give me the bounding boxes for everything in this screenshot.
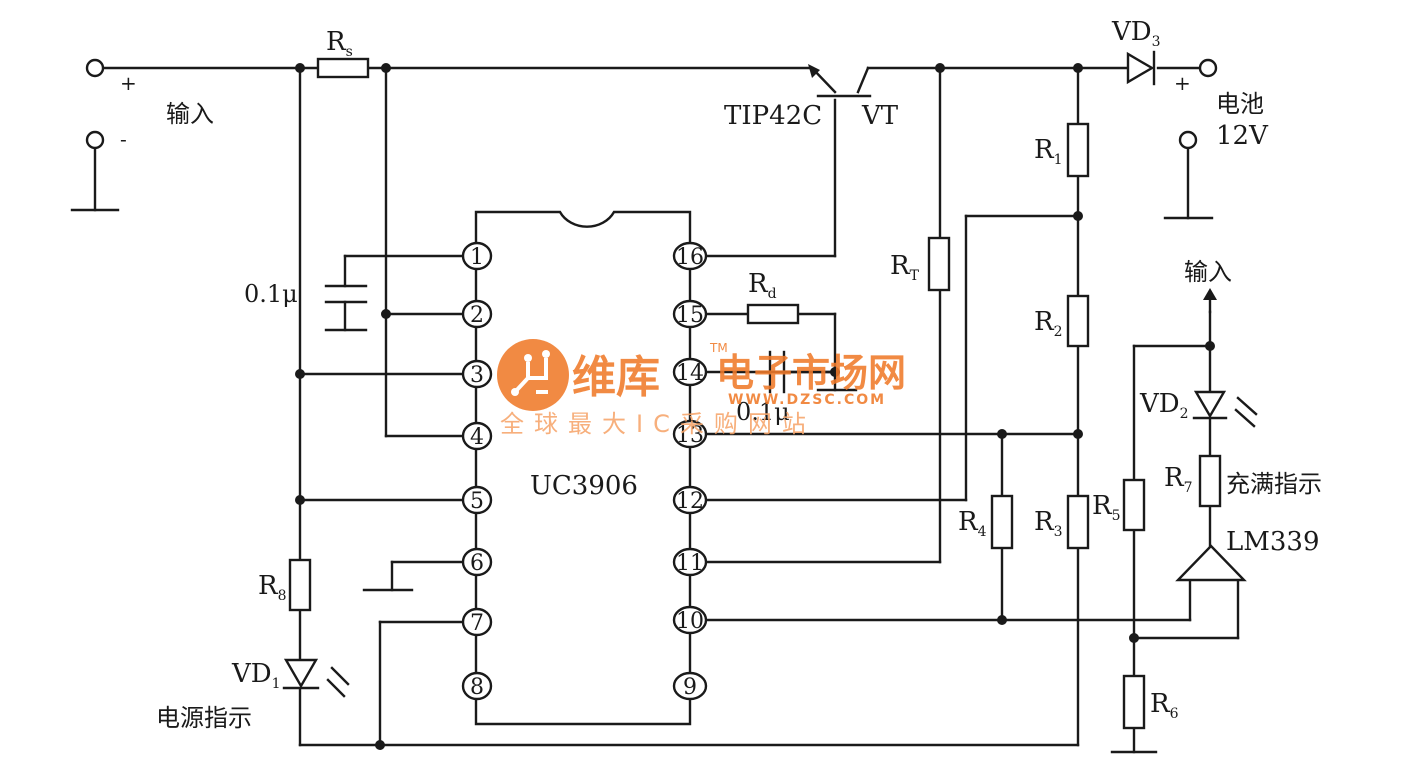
ic-left-pins xyxy=(461,241,493,701)
diodes xyxy=(282,50,1258,698)
comparator-lm339 xyxy=(1175,544,1247,582)
resistor-r2 xyxy=(1066,294,1090,348)
pin-6-label: 6 xyxy=(470,551,484,576)
watermark-url: WWW.DZSC.COM xyxy=(728,392,886,408)
ic-left-pin-labels: 1 2 3 4 5 6 7 8 xyxy=(470,245,484,700)
ic-right-pins xyxy=(672,241,708,701)
wires xyxy=(70,66,1240,754)
pin-3-label: 3 xyxy=(470,363,484,388)
resistors xyxy=(288,57,1222,730)
pin-16-label: 16 xyxy=(676,245,704,270)
watermark-logo-icon xyxy=(497,339,569,411)
ic-uc3906: 1 2 3 4 5 6 7 8 16 15 14 13 12 11 10 9 U… xyxy=(461,210,708,726)
label-vd2: VD2 xyxy=(1139,389,1189,422)
battery-minus-terminal xyxy=(1178,130,1198,150)
label-full-indicator: 充满指示 xyxy=(1226,470,1322,498)
pin-8-label: 8 xyxy=(470,675,484,700)
watermark: 维库 TM 电子市场网 WWW.DZSC.COM 全球最大IC采购网站 xyxy=(497,339,906,438)
label-r6: R6 xyxy=(1150,689,1179,722)
transistor-vt xyxy=(808,64,872,98)
led-vd2 xyxy=(1192,390,1258,428)
led-vd1 xyxy=(282,658,350,698)
input-minus-terminal xyxy=(85,130,105,150)
junctions xyxy=(295,63,1215,750)
pin-9-label: 9 xyxy=(683,675,697,700)
pin-4-label: 4 xyxy=(470,425,484,450)
ic-right-pin-labels: 16 15 14 13 12 11 10 9 xyxy=(676,245,704,700)
input-plus-terminal xyxy=(85,58,105,78)
resistor-r6 xyxy=(1122,674,1146,730)
terminals xyxy=(85,58,1218,150)
label-rd: Rd xyxy=(748,269,777,302)
label-comparator: LM339 xyxy=(1226,527,1320,557)
pin-1-label: 1 xyxy=(470,245,484,270)
label-rs: Rs xyxy=(326,27,353,60)
resistor-r4 xyxy=(990,494,1014,550)
label-battery-voltage: 12V xyxy=(1216,121,1269,151)
label-input-right: 输入 xyxy=(1184,258,1232,286)
label-r7: R7 xyxy=(1164,463,1193,496)
resistor-r8 xyxy=(288,558,312,612)
label-r1: R1 xyxy=(1034,135,1063,168)
pin-12-label: 12 xyxy=(676,489,704,514)
label-input-plus: + xyxy=(120,71,137,95)
battery-plus-terminal xyxy=(1198,58,1218,78)
resistor-rd xyxy=(746,303,800,325)
label-vd1: VD1 xyxy=(231,659,281,692)
label-input: 输入 xyxy=(166,100,214,128)
label-r8: R8 xyxy=(258,571,287,604)
pin-2-label: 2 xyxy=(470,303,484,328)
resistor-r5 xyxy=(1122,478,1146,532)
label-transistor-model: TIP42C xyxy=(724,101,822,131)
watermark-tm: TM xyxy=(709,341,728,355)
resistor-r1 xyxy=(1066,122,1090,178)
pin-7-label: 7 xyxy=(470,611,484,636)
capacitor-left xyxy=(324,284,368,332)
label-battery: 电池 xyxy=(1216,90,1264,118)
capacitor-right xyxy=(768,350,837,394)
capacitors xyxy=(324,284,837,394)
pin-10-label: 10 xyxy=(676,609,704,634)
resistor-r7 xyxy=(1198,454,1222,508)
label-vd3: VD3 xyxy=(1111,17,1161,50)
resistor-r3 xyxy=(1066,494,1090,550)
label-rt: RT xyxy=(890,251,920,284)
label-r2: R2 xyxy=(1034,307,1063,340)
label-battery-plus: + xyxy=(1174,71,1191,95)
diode-vd3 xyxy=(1126,50,1156,86)
watermark-slogan: 全球最大IC采购网站 xyxy=(500,410,816,438)
component-labels: Rs RT R1 R2 R3 R4 R5 R6 R7 R8 Rd VD3 VD2… xyxy=(120,17,1322,732)
label-cap-right: 0.1μ xyxy=(736,398,790,426)
ic-label: UC3906 xyxy=(530,471,638,501)
input-arrow-icon xyxy=(1203,288,1217,300)
label-input-minus: - xyxy=(120,127,127,151)
label-power-indicator: 电源指示 xyxy=(156,704,252,732)
watermark-brand: 维库 xyxy=(572,352,660,403)
pin-11-label: 11 xyxy=(676,551,704,576)
label-cap-left: 0.1μ xyxy=(244,280,298,308)
pin-5-label: 5 xyxy=(470,489,484,514)
label-r5: R5 xyxy=(1092,491,1121,524)
resistor-rt xyxy=(927,236,951,292)
pin-15-label: 15 xyxy=(676,303,704,328)
label-r4: R4 xyxy=(958,507,987,540)
label-r3: R3 xyxy=(1034,507,1063,540)
resistor-rs xyxy=(316,57,370,79)
watermark-site-name: 电子市场网 xyxy=(716,351,906,395)
pin-14-label: 14 xyxy=(676,361,704,386)
pin-13-label: 13 xyxy=(676,423,704,448)
label-transistor-ref: VT xyxy=(861,101,899,131)
